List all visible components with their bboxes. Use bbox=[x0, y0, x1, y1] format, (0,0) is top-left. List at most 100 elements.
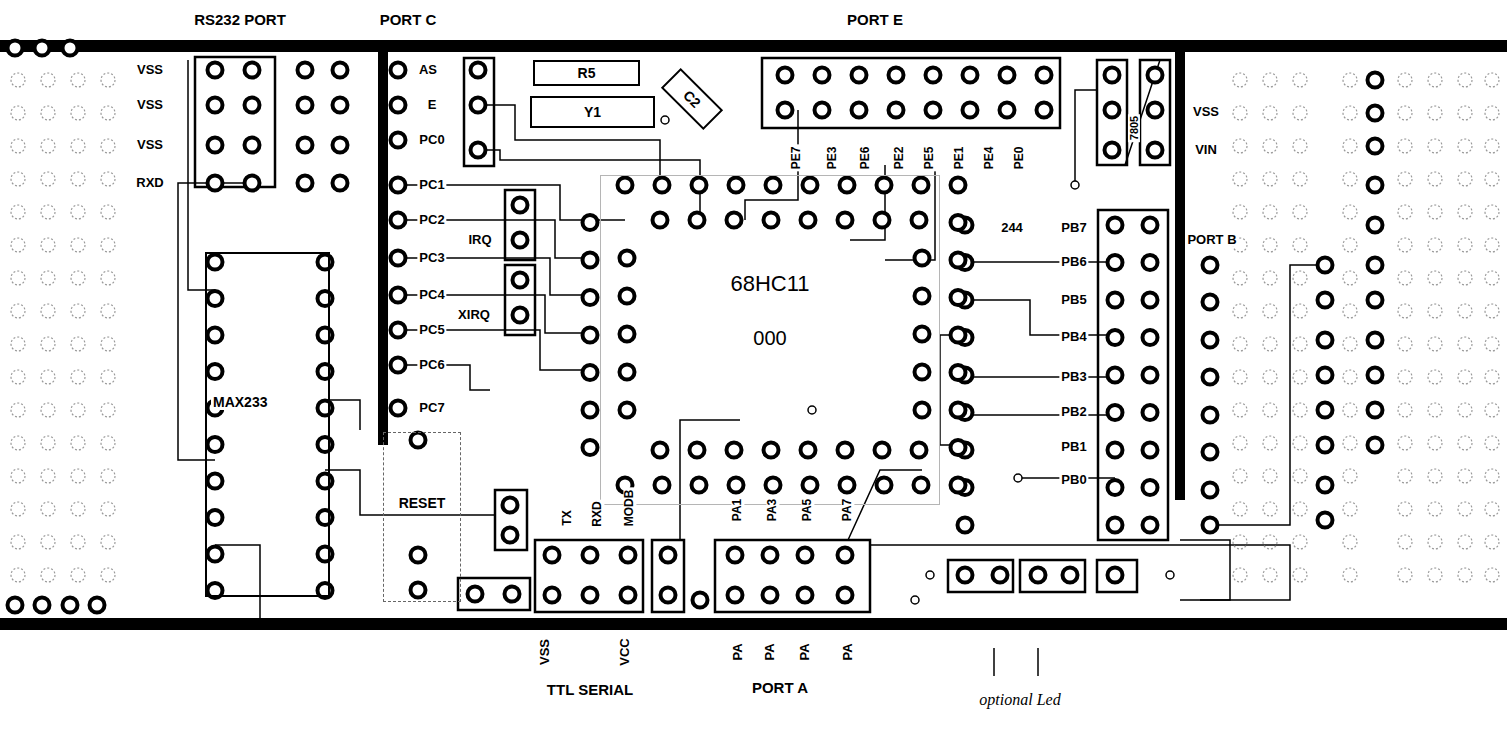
copper-trace bbox=[965, 376, 1115, 378]
solder-pad bbox=[1143, 405, 1158, 420]
header-outline bbox=[1097, 60, 1127, 165]
solder-pad bbox=[912, 213, 927, 228]
solder-pad bbox=[951, 478, 966, 493]
copper-trace bbox=[965, 414, 1115, 416]
solder-pad bbox=[318, 547, 333, 562]
perfboard-hole bbox=[1343, 271, 1357, 285]
solder-pad bbox=[693, 593, 708, 608]
via bbox=[1166, 571, 1174, 579]
perfboard-hole bbox=[101, 106, 115, 120]
perfboard-hole bbox=[1233, 106, 1247, 120]
solder-pad bbox=[208, 63, 223, 78]
pin-label: PE5 bbox=[923, 145, 936, 172]
perfboard-hole bbox=[11, 172, 25, 186]
mcu-chip: 68HC11000 bbox=[600, 175, 940, 505]
solder-pad bbox=[245, 63, 260, 78]
solder-pad bbox=[815, 68, 830, 83]
solder-pad bbox=[951, 178, 966, 193]
copper-trace bbox=[1210, 265, 1325, 525]
component-label: MAX233 bbox=[211, 394, 269, 410]
solder-pad bbox=[727, 213, 742, 228]
solder-pad bbox=[583, 328, 598, 343]
solder-pad bbox=[1368, 368, 1383, 383]
perfboard-hole bbox=[41, 337, 55, 351]
solder-pad bbox=[838, 443, 853, 458]
solder-pad bbox=[1037, 103, 1052, 118]
perfboard-hole bbox=[1398, 238, 1412, 252]
solder-pad bbox=[208, 98, 223, 113]
solder-pad bbox=[763, 548, 778, 563]
perfboard-hole bbox=[1233, 469, 1247, 483]
solder-pad bbox=[208, 474, 223, 489]
solder-pad bbox=[411, 433, 426, 448]
pin-label: VSS bbox=[135, 98, 165, 112]
pin-label: TTL SERIAL bbox=[545, 682, 635, 699]
header-outline bbox=[505, 190, 535, 260]
solder-pad bbox=[505, 587, 520, 602]
solder-pad bbox=[1318, 333, 1333, 348]
copper-trace bbox=[965, 300, 1115, 335]
solder-pad bbox=[1108, 255, 1123, 270]
via bbox=[661, 116, 669, 124]
pads bbox=[8, 41, 1383, 613]
pin-label: PC1 bbox=[417, 178, 446, 192]
solder-pad bbox=[411, 548, 426, 563]
header-outline bbox=[535, 540, 643, 612]
perfboard-hole bbox=[41, 139, 55, 153]
pin-label: PB0 bbox=[1059, 473, 1088, 487]
solder-pad bbox=[852, 68, 867, 83]
solder-pad bbox=[690, 213, 705, 228]
solder-pad bbox=[391, 323, 406, 338]
perfboard-hole bbox=[1428, 271, 1442, 285]
solder-pad bbox=[852, 103, 867, 118]
solder-pad bbox=[1143, 368, 1158, 383]
solder-pad bbox=[1037, 68, 1052, 83]
solder-pad bbox=[1108, 568, 1123, 583]
solder-pad bbox=[391, 358, 406, 373]
solder-pad bbox=[468, 587, 483, 602]
perfboard-hole bbox=[1263, 502, 1277, 516]
perfboard-hole bbox=[41, 238, 55, 252]
solder-pad bbox=[1318, 258, 1333, 273]
perfboard-hole bbox=[1458, 106, 1472, 120]
pin-label: 7805 bbox=[1128, 114, 1140, 142]
header-outline bbox=[652, 540, 684, 612]
perfboard-hole bbox=[1398, 73, 1412, 87]
perfboard-hole bbox=[1428, 73, 1442, 87]
perfboard-hole bbox=[101, 436, 115, 450]
solder-pad bbox=[778, 68, 793, 83]
solder-pad bbox=[318, 328, 333, 343]
solder-pad bbox=[803, 178, 818, 193]
solder-pad bbox=[764, 213, 779, 228]
perfboard-hole bbox=[1398, 172, 1412, 186]
header-outline bbox=[1140, 60, 1170, 165]
perfboard-hole bbox=[11, 304, 25, 318]
solder-pad bbox=[951, 328, 966, 343]
solder-pad bbox=[245, 176, 260, 191]
solder-pad bbox=[63, 41, 78, 56]
perfboard-hole bbox=[1263, 304, 1277, 318]
solder-pad bbox=[35, 41, 50, 56]
perfboard-hole bbox=[1428, 205, 1442, 219]
solder-pad bbox=[763, 588, 778, 603]
perfboard-hole bbox=[1233, 172, 1247, 186]
solder-pad bbox=[728, 548, 743, 563]
solder-pad bbox=[583, 215, 598, 230]
perfboard-hole bbox=[1293, 139, 1307, 153]
header-outline bbox=[1098, 210, 1168, 540]
perfboard-hole bbox=[41, 535, 55, 549]
solder-pad bbox=[583, 403, 598, 418]
solder-pad bbox=[912, 443, 927, 458]
perfboard-hole bbox=[1343, 304, 1357, 318]
solder-pad bbox=[838, 548, 853, 563]
perfboard-hole bbox=[41, 271, 55, 285]
solder-pad bbox=[1368, 139, 1383, 154]
solder-pad bbox=[958, 568, 973, 583]
via bbox=[1014, 474, 1022, 482]
perfboard-hole bbox=[1343, 370, 1357, 384]
pin-label: VIN bbox=[1193, 143, 1219, 157]
perfboard-hole bbox=[11, 139, 25, 153]
solder-pad bbox=[692, 478, 707, 493]
perfboard-hole bbox=[1458, 436, 1472, 450]
perfboard-hole bbox=[1293, 106, 1307, 120]
